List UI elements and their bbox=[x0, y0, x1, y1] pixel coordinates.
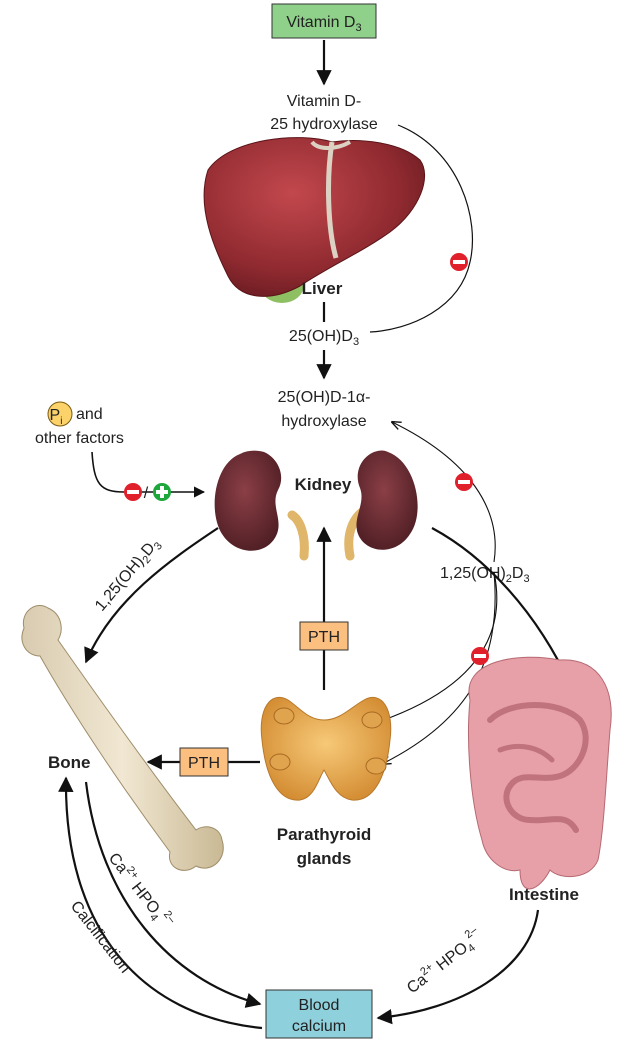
svg-text:calcium: calcium bbox=[292, 1018, 346, 1035]
ion-label-intestine: Ca2+ HPO42– bbox=[401, 924, 488, 1000]
kidney-label: Kidney bbox=[295, 475, 352, 494]
inhibit-icon bbox=[471, 647, 489, 665]
svg-text:PTH: PTH bbox=[308, 629, 340, 646]
svg-text:PTH: PTH bbox=[188, 755, 220, 772]
metabolite-25ohd3-label: 25(OH)D3 bbox=[289, 328, 359, 348]
blood-calcium-box: Blood calcium bbox=[266, 990, 372, 1038]
svg-text:25(OH)D-1α-: 25(OH)D-1α- bbox=[278, 389, 371, 406]
svg-text:Parathyroid: Parathyroid bbox=[277, 825, 371, 844]
calcification-label: Calcification bbox=[67, 898, 134, 976]
parathyroid-glands-illustration bbox=[261, 697, 391, 800]
svg-text:25 hydroxylase: 25 hydroxylase bbox=[270, 116, 378, 133]
inhibit-icon bbox=[124, 483, 142, 501]
calcitriol-label-right: 1,25(OH)2D3 bbox=[440, 565, 530, 585]
bone-label: Bone bbox=[48, 753, 91, 772]
pi-and-other-factors: Pi and other factors bbox=[35, 402, 124, 447]
stimulate-icon bbox=[153, 483, 171, 501]
kidney-right-illustration bbox=[349, 451, 418, 557]
pth-box-horizontal: PTH bbox=[180, 748, 228, 776]
ion-label-bone: Ca2+ HPO42– bbox=[102, 847, 178, 934]
svg-text:Blood: Blood bbox=[299, 997, 340, 1014]
svg-text:and: and bbox=[76, 406, 103, 423]
svg-text:glands: glands bbox=[297, 849, 352, 868]
vitamin-d-25-hydroxylase-label: Vitamin D- 25 hydroxylase bbox=[270, 93, 378, 133]
pth-box-vertical: PTH bbox=[300, 622, 348, 650]
intestine-label: Intestine bbox=[509, 885, 579, 904]
intestine-illustration bbox=[469, 657, 612, 889]
arrow-intestine-to-blood-calcium bbox=[378, 910, 538, 1018]
svg-text:Vitamin D-: Vitamin D- bbox=[287, 93, 361, 110]
25ohd-1a-hydroxylase-label: 25(OH)D-1α- hydroxylase bbox=[278, 389, 371, 430]
inhibit-icon bbox=[450, 253, 468, 271]
liver-label: Liver bbox=[302, 279, 343, 298]
kidney-left-illustration bbox=[215, 451, 305, 556]
svg-text:hydroxylase: hydroxylase bbox=[281, 413, 366, 430]
slash-separator: / bbox=[144, 485, 149, 502]
svg-text:other factors: other factors bbox=[35, 430, 124, 447]
vitamin-d3-box: Vitamin D3 bbox=[272, 4, 376, 38]
inhibit-icon bbox=[455, 473, 473, 491]
bone-illustration bbox=[22, 605, 223, 870]
parathyroid-glands-label: Parathyroid glands bbox=[277, 825, 371, 868]
